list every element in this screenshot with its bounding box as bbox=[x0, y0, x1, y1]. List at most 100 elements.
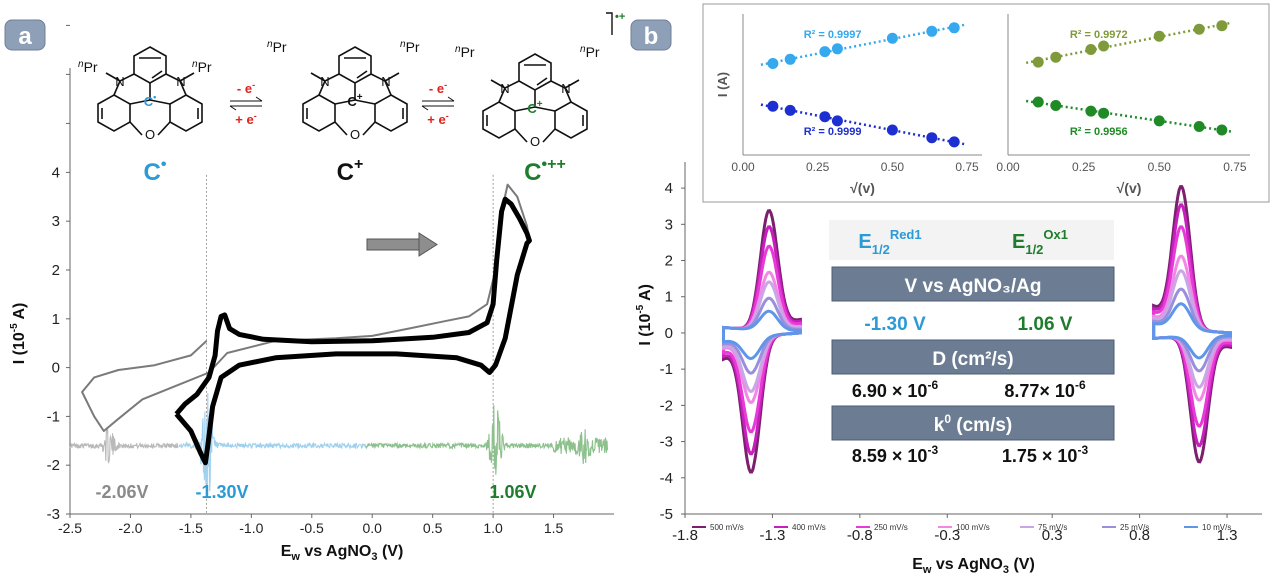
legend-label: 250 mV/s bbox=[874, 523, 908, 532]
propyl-label: nPr bbox=[78, 59, 98, 75]
y-tick-label: 2 bbox=[52, 262, 60, 279]
x-tick-label: 0.3 bbox=[1042, 527, 1063, 544]
inset-point bbox=[831, 115, 843, 127]
y-tick-label: -2 bbox=[660, 397, 673, 414]
x-axis-title: Ew vs AgNO3 (V) bbox=[281, 543, 404, 563]
inset-x-tick-label: 0.50 bbox=[1148, 160, 1172, 174]
nitrogen-label-1b: N bbox=[176, 74, 185, 89]
inset-x-tick-label: 0.75 bbox=[1223, 160, 1247, 174]
molecule-radical bbox=[97, 46, 203, 136]
species-label-radical-dication: C•++ bbox=[524, 156, 566, 186]
k-ox-value: 1.75 × 10-3 bbox=[1002, 443, 1089, 466]
inset-r2-label: R² = 0.9956 bbox=[1070, 126, 1128, 138]
inset-point bbox=[1153, 30, 1165, 42]
inset-x-tick-label: 0.25 bbox=[806, 160, 830, 174]
inset-point bbox=[948, 136, 960, 148]
legend-label: 500 mV/s bbox=[710, 523, 744, 532]
oxygen-label-2: O bbox=[350, 127, 360, 142]
peak-label-1: -2.06V bbox=[95, 482, 148, 502]
y-tick-label: 3 bbox=[665, 216, 673, 233]
table-bar-2 bbox=[831, 339, 1115, 375]
inset-point bbox=[1032, 56, 1044, 68]
y-tick-label: -3 bbox=[47, 506, 60, 523]
x-tick-label: 1.0 bbox=[483, 520, 503, 536]
cv-reduction-1 bbox=[722, 225, 802, 456]
inset-point bbox=[1216, 20, 1228, 32]
table-bar-2-label: D (cm²/s) bbox=[932, 349, 1013, 370]
svg-text:- e-: - e- bbox=[429, 80, 447, 96]
inset-point bbox=[886, 32, 898, 44]
k-red-value: 8.59 × 10-3 bbox=[852, 443, 939, 466]
cv-trace-wide-cv bbox=[81, 183, 531, 432]
table-bar-3 bbox=[831, 405, 1115, 441]
inset-point bbox=[784, 104, 796, 116]
table-header-ox: E1/2Ox1 bbox=[1012, 227, 1068, 257]
peak-label-2: -1.30V bbox=[195, 482, 248, 502]
x-tick-label: -0.3 bbox=[934, 527, 960, 544]
inset-point bbox=[886, 124, 898, 136]
inset-point bbox=[767, 58, 779, 69]
cv-oxidation-6 bbox=[1152, 302, 1232, 360]
inset-point bbox=[1032, 96, 1044, 108]
y-tick-label: 0 bbox=[52, 360, 60, 377]
inset-point bbox=[1085, 44, 1097, 55]
derivative-trace-derivative-right bbox=[365, 404, 609, 475]
inset-r2-label: R² = 0.9999 bbox=[804, 126, 862, 138]
panel-b-badge-label: b bbox=[644, 23, 659, 50]
x-tick-label: 0.8 bbox=[1129, 527, 1150, 544]
x-tick-label: 1.3 bbox=[1217, 527, 1238, 544]
legend-label: 100 mV/s bbox=[956, 523, 990, 532]
inset-point bbox=[948, 22, 960, 34]
nitrogen-label-2a: N bbox=[320, 74, 329, 89]
x-tick-label: 0.5 bbox=[423, 520, 443, 536]
center-atom-label-2: C+ bbox=[347, 92, 362, 109]
charge-bracket bbox=[606, 12, 613, 35]
derivative-trace-derivative-mid bbox=[178, 392, 367, 492]
d-ox-value: 8.77× 10-6 bbox=[1004, 378, 1086, 401]
panel-a-badge: a bbox=[4, 19, 46, 51]
species-label-cation: C+ bbox=[337, 156, 364, 186]
inset-point bbox=[926, 132, 938, 144]
equilibrium-arrow-2: - e- + e- bbox=[421, 80, 455, 127]
e-ox-value: 1.06 V bbox=[1018, 314, 1073, 335]
inset-point bbox=[1050, 100, 1062, 111]
inset-point bbox=[926, 25, 938, 37]
inset-point bbox=[1085, 105, 1097, 117]
legend-label: 25 mV/s bbox=[1120, 523, 1149, 532]
inset-point bbox=[1216, 124, 1228, 136]
y-tick-label: 3 bbox=[52, 213, 60, 230]
y-tick-label: -5 bbox=[660, 506, 673, 523]
inset-point bbox=[1153, 115, 1165, 127]
y-tick-label: 2 bbox=[665, 253, 673, 270]
y-tick-label: -1 bbox=[660, 361, 673, 378]
equilibrium-arrow-1: - e- + e- bbox=[229, 80, 263, 127]
oxygen-label-3: O bbox=[530, 134, 540, 149]
cv-oxidation-1 bbox=[1152, 203, 1232, 448]
table-bar-1 bbox=[831, 266, 1115, 302]
y-tick-label: -4 bbox=[660, 470, 673, 487]
x-tick-label: 1.5 bbox=[544, 520, 564, 536]
inset-y-axis-title: I (A) bbox=[715, 72, 730, 97]
panel-a-badge-label: a bbox=[18, 23, 32, 50]
propyl-label: nPr bbox=[192, 59, 212, 75]
table-bar-3-label: k0 (cm/s) bbox=[934, 412, 1013, 436]
center-atom-label-3: C+ bbox=[527, 99, 542, 116]
inset-x-tick-label: 0.25 bbox=[1072, 160, 1096, 174]
propyl-label: nPr bbox=[267, 39, 287, 55]
propyl-label: nPr bbox=[455, 44, 475, 60]
svg-text:+ e-: + e- bbox=[427, 111, 448, 127]
inset-point bbox=[831, 43, 843, 55]
svg-text:+ e-: + e- bbox=[235, 111, 256, 127]
inset-r2-label: R² = 0.9997 bbox=[804, 29, 862, 41]
scan-direction-arrow bbox=[366, 232, 438, 257]
x-tick-label: -1.3 bbox=[759, 527, 785, 544]
inset-point bbox=[784, 53, 796, 65]
table-bar-1-label: V vs AgNO₃/Ag bbox=[905, 276, 1042, 297]
inset-x-tick-label: 0.00 bbox=[731, 160, 755, 174]
y-tick-label: 4 bbox=[665, 180, 673, 197]
x-tick-label: -0.8 bbox=[847, 527, 873, 544]
y-tick-label: 4 bbox=[52, 164, 60, 181]
molecule-cation bbox=[302, 46, 408, 136]
